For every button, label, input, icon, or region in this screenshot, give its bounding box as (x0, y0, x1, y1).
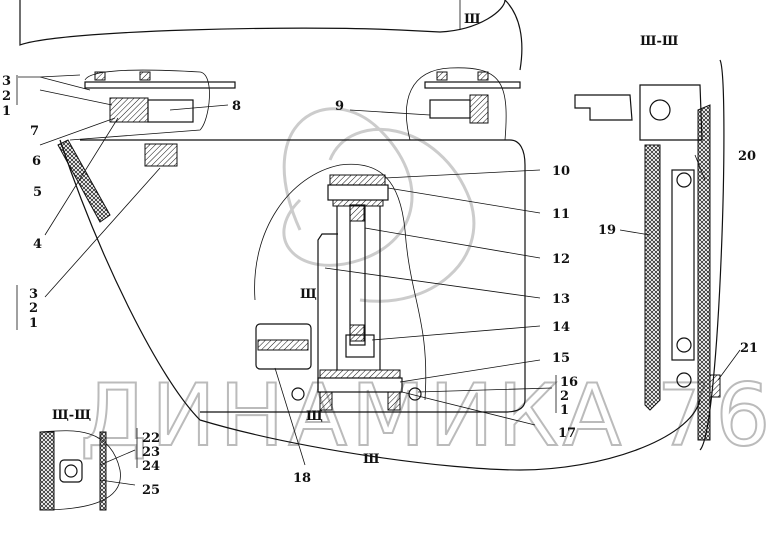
callout: 8 (232, 99, 241, 114)
callout: 5 (33, 185, 42, 200)
callout: 14 (552, 320, 570, 335)
hinge-left (57, 69, 236, 223)
section-mark: Щ (300, 287, 317, 302)
callout: 17 (558, 426, 576, 441)
section-view-small (39, 430, 121, 511)
section-mark: Щ (306, 409, 323, 424)
lock-mechanism (254, 163, 427, 411)
callout: 10 (552, 164, 570, 179)
callout: 16 (560, 375, 578, 390)
callout: 25 (142, 483, 160, 498)
callout: 2 (2, 89, 11, 104)
section-view-main (574, 59, 725, 451)
callout: 9 (335, 99, 344, 114)
callout: 12 (552, 252, 570, 267)
callout: 11 (552, 207, 570, 222)
callout: 2 (29, 301, 38, 316)
callout: 7 (30, 124, 39, 139)
callout: 13 (552, 292, 570, 307)
callout: 2 (560, 389, 569, 404)
callout: 24 (142, 459, 160, 474)
section-mark: Ш (464, 12, 481, 27)
svg-text:ДИНАМИКА 76: ДИНАМИКА 76 (80, 366, 766, 466)
hinge-right (406, 67, 521, 141)
callout: 20 (738, 149, 756, 164)
callout: 3 (29, 287, 38, 302)
callout: 22 (142, 431, 160, 446)
section-title-small: Щ-Щ (52, 408, 91, 423)
leader-lines (16, 74, 741, 486)
callout: 23 (142, 445, 160, 460)
section-title-main: Ш-Ш (640, 34, 678, 49)
callout: 1 (560, 403, 569, 418)
callout: 4 (33, 237, 42, 252)
door-outline (19, 0, 701, 471)
callout: 6 (32, 154, 41, 169)
callout: 1 (2, 104, 11, 119)
section-mark: Ш (363, 452, 380, 467)
callout: 3 (2, 74, 11, 89)
callout: 1 (29, 316, 38, 331)
callout: 19 (598, 223, 616, 238)
callout: 15 (552, 351, 570, 366)
callout: 21 (740, 341, 758, 356)
callout: 18 (293, 471, 311, 486)
